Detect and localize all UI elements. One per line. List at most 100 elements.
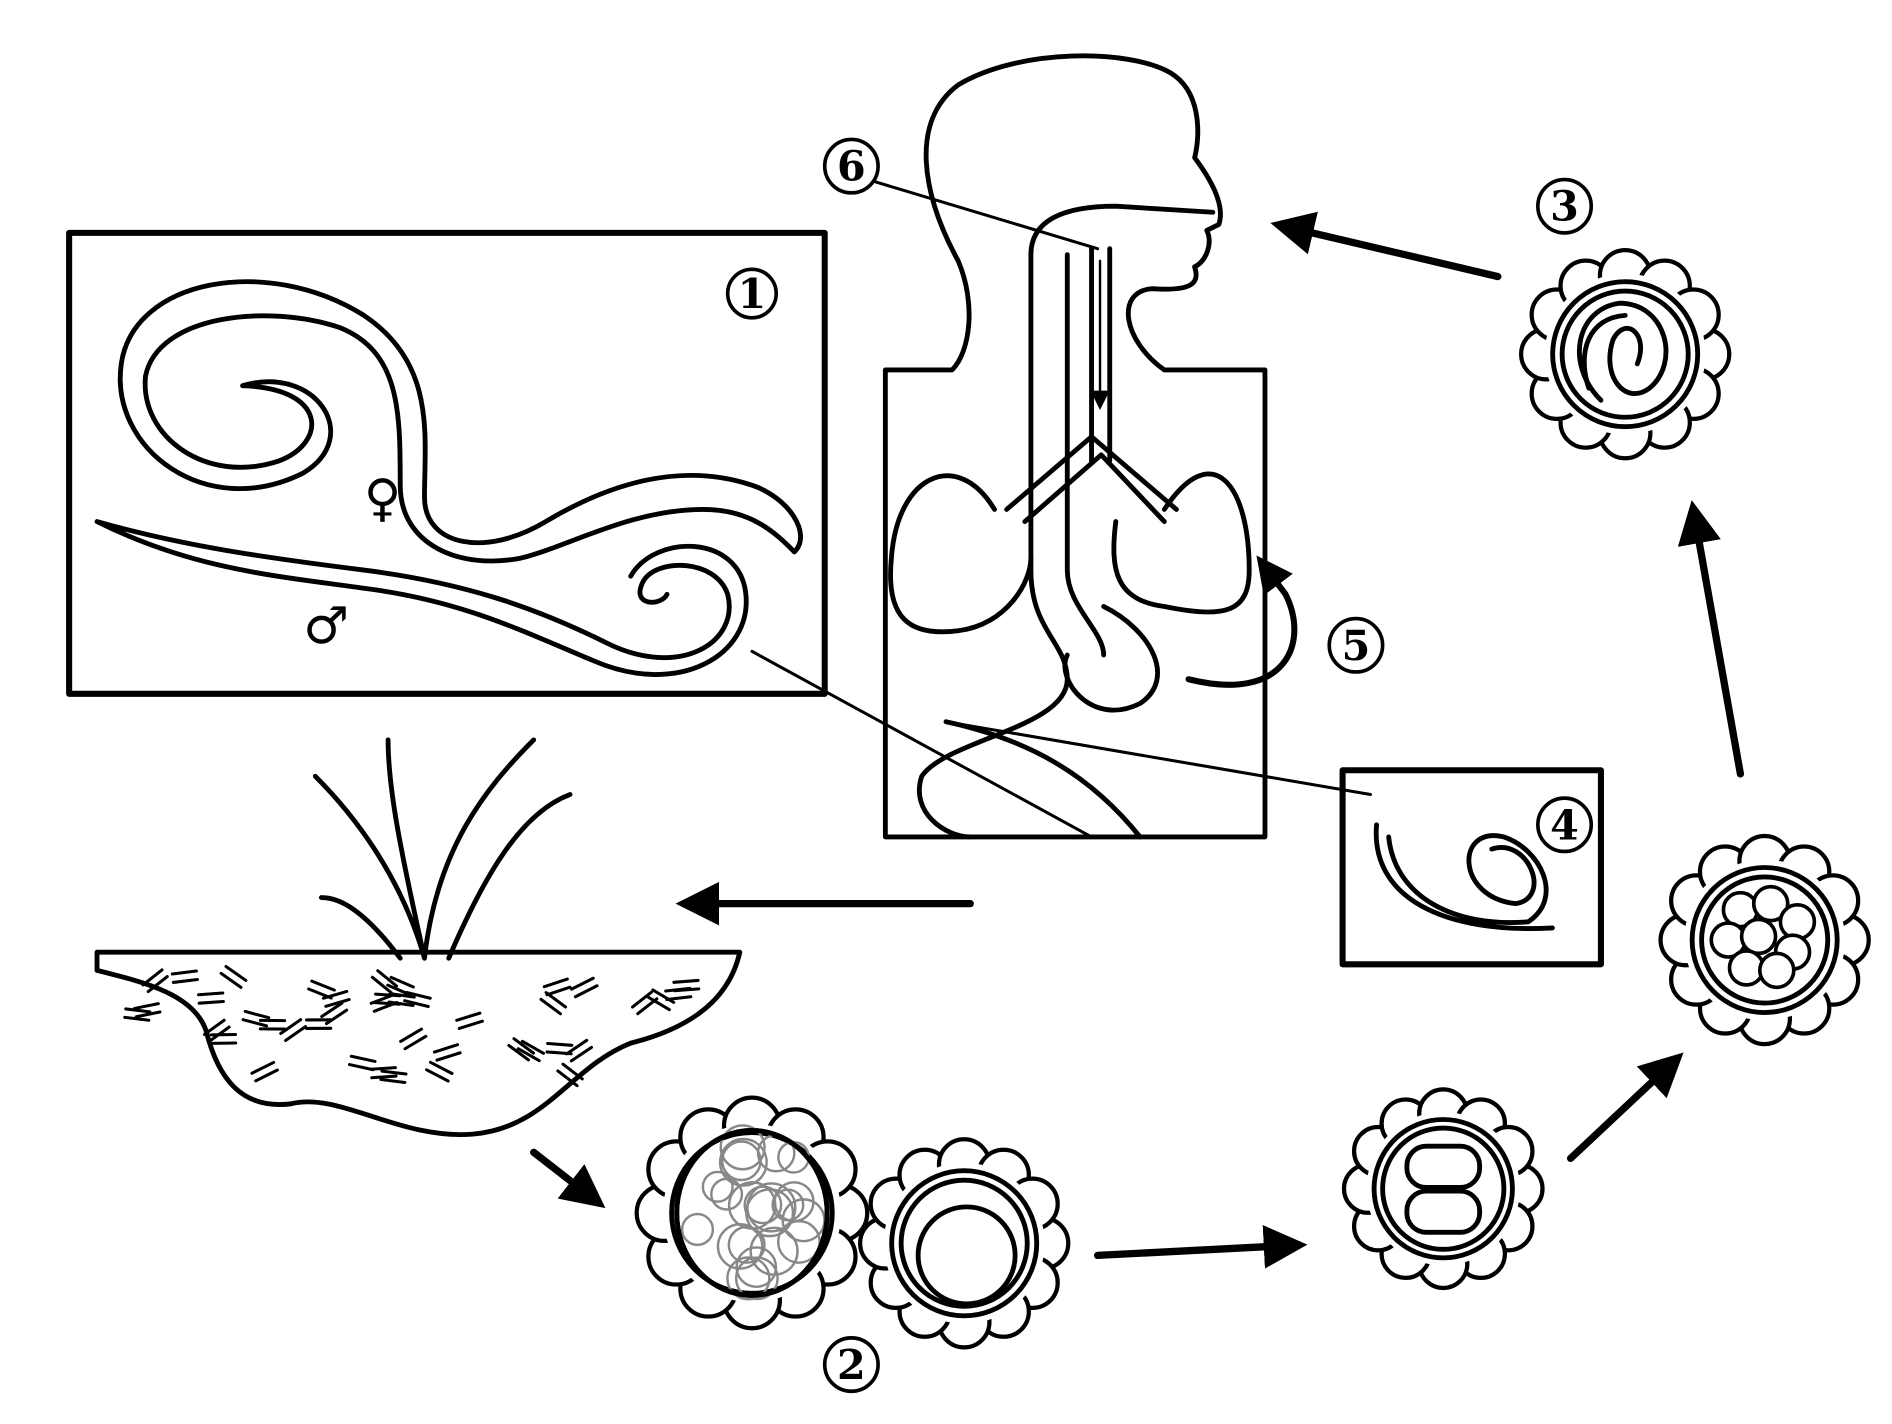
egg-embryonated-larva (1518, 247, 1732, 461)
soil-mark (304, 1018, 333, 1030)
swallow-label: 6 (822, 137, 1100, 251)
larva-panel: 4 (750, 649, 1604, 968)
plant (312, 737, 573, 961)
soil-dash (224, 964, 248, 982)
egg-membrane (1699, 874, 1831, 1006)
soil-dash (197, 991, 225, 997)
soil-mark (455, 1011, 484, 1030)
egg-single-cell (858, 1137, 1071, 1350)
male-worm (94, 519, 749, 677)
soil-mark (348, 1054, 377, 1072)
egg-membrane (1559, 288, 1691, 420)
female-worm (117, 279, 803, 564)
egg-fertilized-cells (634, 1095, 870, 1331)
soil-dash (646, 995, 671, 1012)
soil-mark (258, 1018, 287, 1031)
soil-dash (250, 1060, 276, 1075)
soil-dash (171, 977, 199, 984)
soil-dash (146, 975, 169, 994)
yolk-cell (701, 1170, 734, 1203)
soil-dash (243, 1009, 271, 1020)
label-5-circle (1327, 616, 1385, 674)
soil (94, 949, 743, 1138)
soil-mark (321, 989, 351, 1008)
soil-mark (370, 969, 399, 995)
soil-dash (672, 978, 700, 984)
panel-frame (66, 229, 828, 697)
soil-dash (124, 1007, 152, 1014)
egg-shell-fill (883, 1162, 1045, 1324)
label-3: 3 (1550, 182, 1579, 231)
label-6: 6 (837, 142, 866, 191)
arrow-egg-2-cell (1093, 1225, 1308, 1269)
egg-morula (1658, 833, 1871, 1047)
egg-shell (889, 1168, 1040, 1319)
label-1-circle (725, 267, 779, 320)
soil-dash (544, 991, 568, 1009)
soil-dash (405, 990, 432, 1000)
soil-with-plant (94, 737, 743, 1138)
soil-mark (379, 1069, 408, 1084)
soil-dash (389, 975, 415, 989)
intestine-leader-line (750, 649, 1094, 839)
coiled-larva (1577, 300, 1669, 403)
soil-mark (545, 1041, 574, 1056)
male-symbol: ♂ (303, 597, 349, 656)
soil-dash (386, 983, 412, 997)
soil-dash (349, 1054, 377, 1063)
yolk-cell (749, 1226, 799, 1276)
soil-dash (435, 1051, 462, 1062)
soil-dash (380, 1069, 408, 1076)
soil-dash (219, 971, 243, 989)
soil-dash (372, 1001, 399, 1013)
soil-dash (425, 1068, 450, 1083)
soil-dash (569, 1045, 594, 1063)
soil-mark (369, 1066, 398, 1080)
egg-shell (1689, 865, 1840, 1015)
soil-mark (399, 1027, 428, 1051)
soil-mark (403, 990, 432, 1008)
soil-dash (512, 1037, 536, 1055)
soil-mark (170, 969, 199, 984)
label-2: 2 (837, 1340, 866, 1389)
soil-mark (386, 975, 415, 997)
soil-dash (320, 1001, 344, 1019)
single-cell (915, 1204, 1018, 1307)
soil-dash (457, 1019, 484, 1030)
arrow-egg-embryo (1677, 500, 1745, 778)
soil-dash (573, 984, 599, 999)
soil-dash (542, 977, 569, 989)
soil-mark (279, 1018, 308, 1043)
soil-dash (432, 1043, 460, 1054)
adult-worms-panel: 1 ♀ ♂ (66, 229, 828, 697)
soil-dash (428, 1060, 454, 1076)
soil-dash (369, 1066, 397, 1071)
cycle-arrows (530, 211, 1745, 1269)
soil-dash (324, 998, 351, 1008)
soil-dash (630, 990, 654, 1009)
soil-dash (636, 997, 659, 1016)
egg-membrane (674, 1128, 830, 1298)
soil-mark (507, 1037, 536, 1062)
soil-dash (399, 1027, 424, 1043)
egg-shell (1371, 1117, 1515, 1261)
soil-dash (134, 1010, 162, 1019)
yolk-cell (781, 1198, 826, 1243)
soil-dash (324, 1008, 349, 1026)
left-lung (888, 473, 1034, 635)
soil-dash (133, 1002, 160, 1010)
blastomere (1751, 884, 1790, 923)
soil-mark (133, 1002, 162, 1019)
label-5: 5 (1342, 621, 1371, 670)
soil-mark (202, 1018, 231, 1043)
soil-dash (570, 976, 595, 991)
soil-mark (209, 1032, 238, 1045)
soil-dash (507, 1044, 530, 1062)
soil-mark (565, 1038, 594, 1063)
soil-dash (539, 997, 563, 1016)
soil-dash (370, 975, 393, 995)
soil-mark (123, 1007, 152, 1022)
soil-mark (646, 988, 676, 1012)
